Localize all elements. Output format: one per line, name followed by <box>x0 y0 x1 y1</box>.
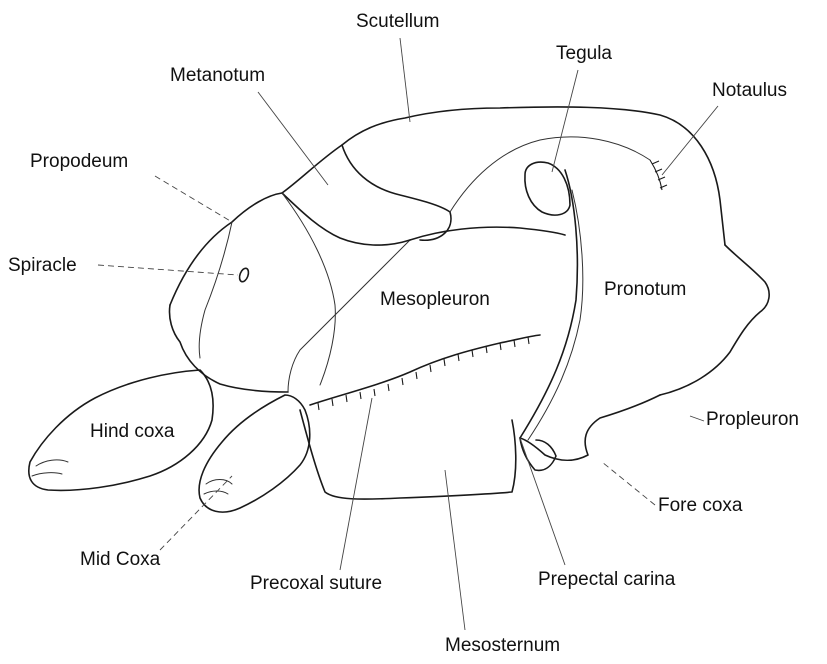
label-pronotum: Pronotum <box>604 280 686 299</box>
label-notaulus: Notaulus <box>712 81 787 100</box>
label-precoxal-suture: Precoxal suture <box>250 574 382 593</box>
leader-spiracle <box>98 265 238 275</box>
label-propleuron: Propleuron <box>706 410 799 429</box>
tegula-outline <box>525 162 570 215</box>
propodeum-carina-2 <box>282 193 335 385</box>
mesopleuron-upper-line <box>410 227 565 240</box>
mesosternum-outline <box>300 410 516 499</box>
prepectal-carina-line-2 <box>528 190 583 440</box>
label-mid-coxa: Mid Coxa <box>80 550 160 569</box>
leader-metanotum <box>258 92 328 185</box>
leader-mid-coxa <box>160 476 232 550</box>
leader-scutellum <box>400 38 410 122</box>
label-spiracle: Spiracle <box>8 256 77 275</box>
propodeum-outline <box>169 305 288 392</box>
propleuron-outline <box>520 395 660 460</box>
label-mesopleuron: Mesopleuron <box>380 290 490 309</box>
leader-propodeum <box>155 176 232 222</box>
spiracle-shape <box>238 267 250 283</box>
dorsal-outline <box>170 107 725 305</box>
leader-mesosternum <box>445 470 465 630</box>
mesopleuron-diagonal <box>288 240 410 392</box>
label-tegula: Tegula <box>556 44 612 63</box>
label-fore-coxa: Fore coxa <box>658 496 742 515</box>
mid-coxa-tip <box>204 480 232 495</box>
prepectal-carina-line <box>520 170 577 438</box>
precoxal-suture-teeth <box>318 337 529 410</box>
leader-notaulus <box>662 106 718 175</box>
hind-coxa-tip <box>32 460 68 476</box>
label-mesosternum: Mesosternum <box>445 636 560 655</box>
label-hind-coxa: Hind coxa <box>90 422 175 441</box>
mesoscutum-inner <box>450 137 650 212</box>
leader-propleuron <box>690 416 704 421</box>
label-metanotum: Metanotum <box>170 66 265 85</box>
label-prepectal-carina: Prepectal carina <box>538 570 675 589</box>
propodeum-carina <box>199 222 232 358</box>
leader-prepectal-carina <box>520 438 565 565</box>
metanotum-outline <box>282 193 410 245</box>
notaulus-hatching <box>650 160 667 190</box>
label-propodeum: Propodeum <box>30 152 128 171</box>
leader-precoxal-suture <box>340 398 372 570</box>
label-scutellum: Scutellum <box>356 12 439 31</box>
mid-coxa-outline <box>199 395 310 512</box>
scutellum-outline <box>342 145 451 240</box>
pronotum-outline <box>660 245 769 395</box>
leader-tegula <box>552 70 578 172</box>
leader-fore-coxa <box>602 462 655 505</box>
precoxal-suture-line <box>310 335 540 405</box>
